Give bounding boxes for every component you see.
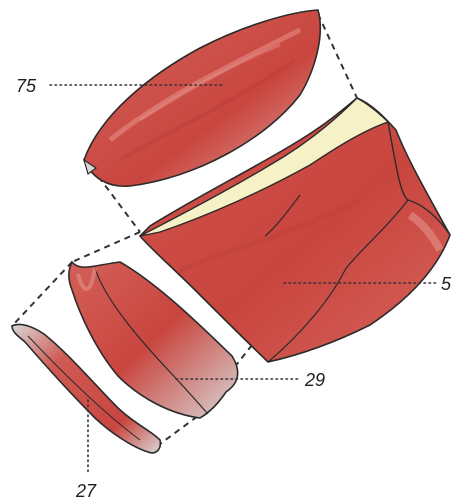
label-5: 5 bbox=[441, 274, 452, 294]
connector-29-27-top bbox=[12, 262, 72, 326]
connector-5-29-top bbox=[72, 232, 140, 262]
label-29: 29 bbox=[304, 370, 325, 390]
label-27: 27 bbox=[75, 481, 97, 501]
label-75: 75 bbox=[16, 76, 37, 96]
connector-75-5-top bbox=[318, 14, 357, 98]
